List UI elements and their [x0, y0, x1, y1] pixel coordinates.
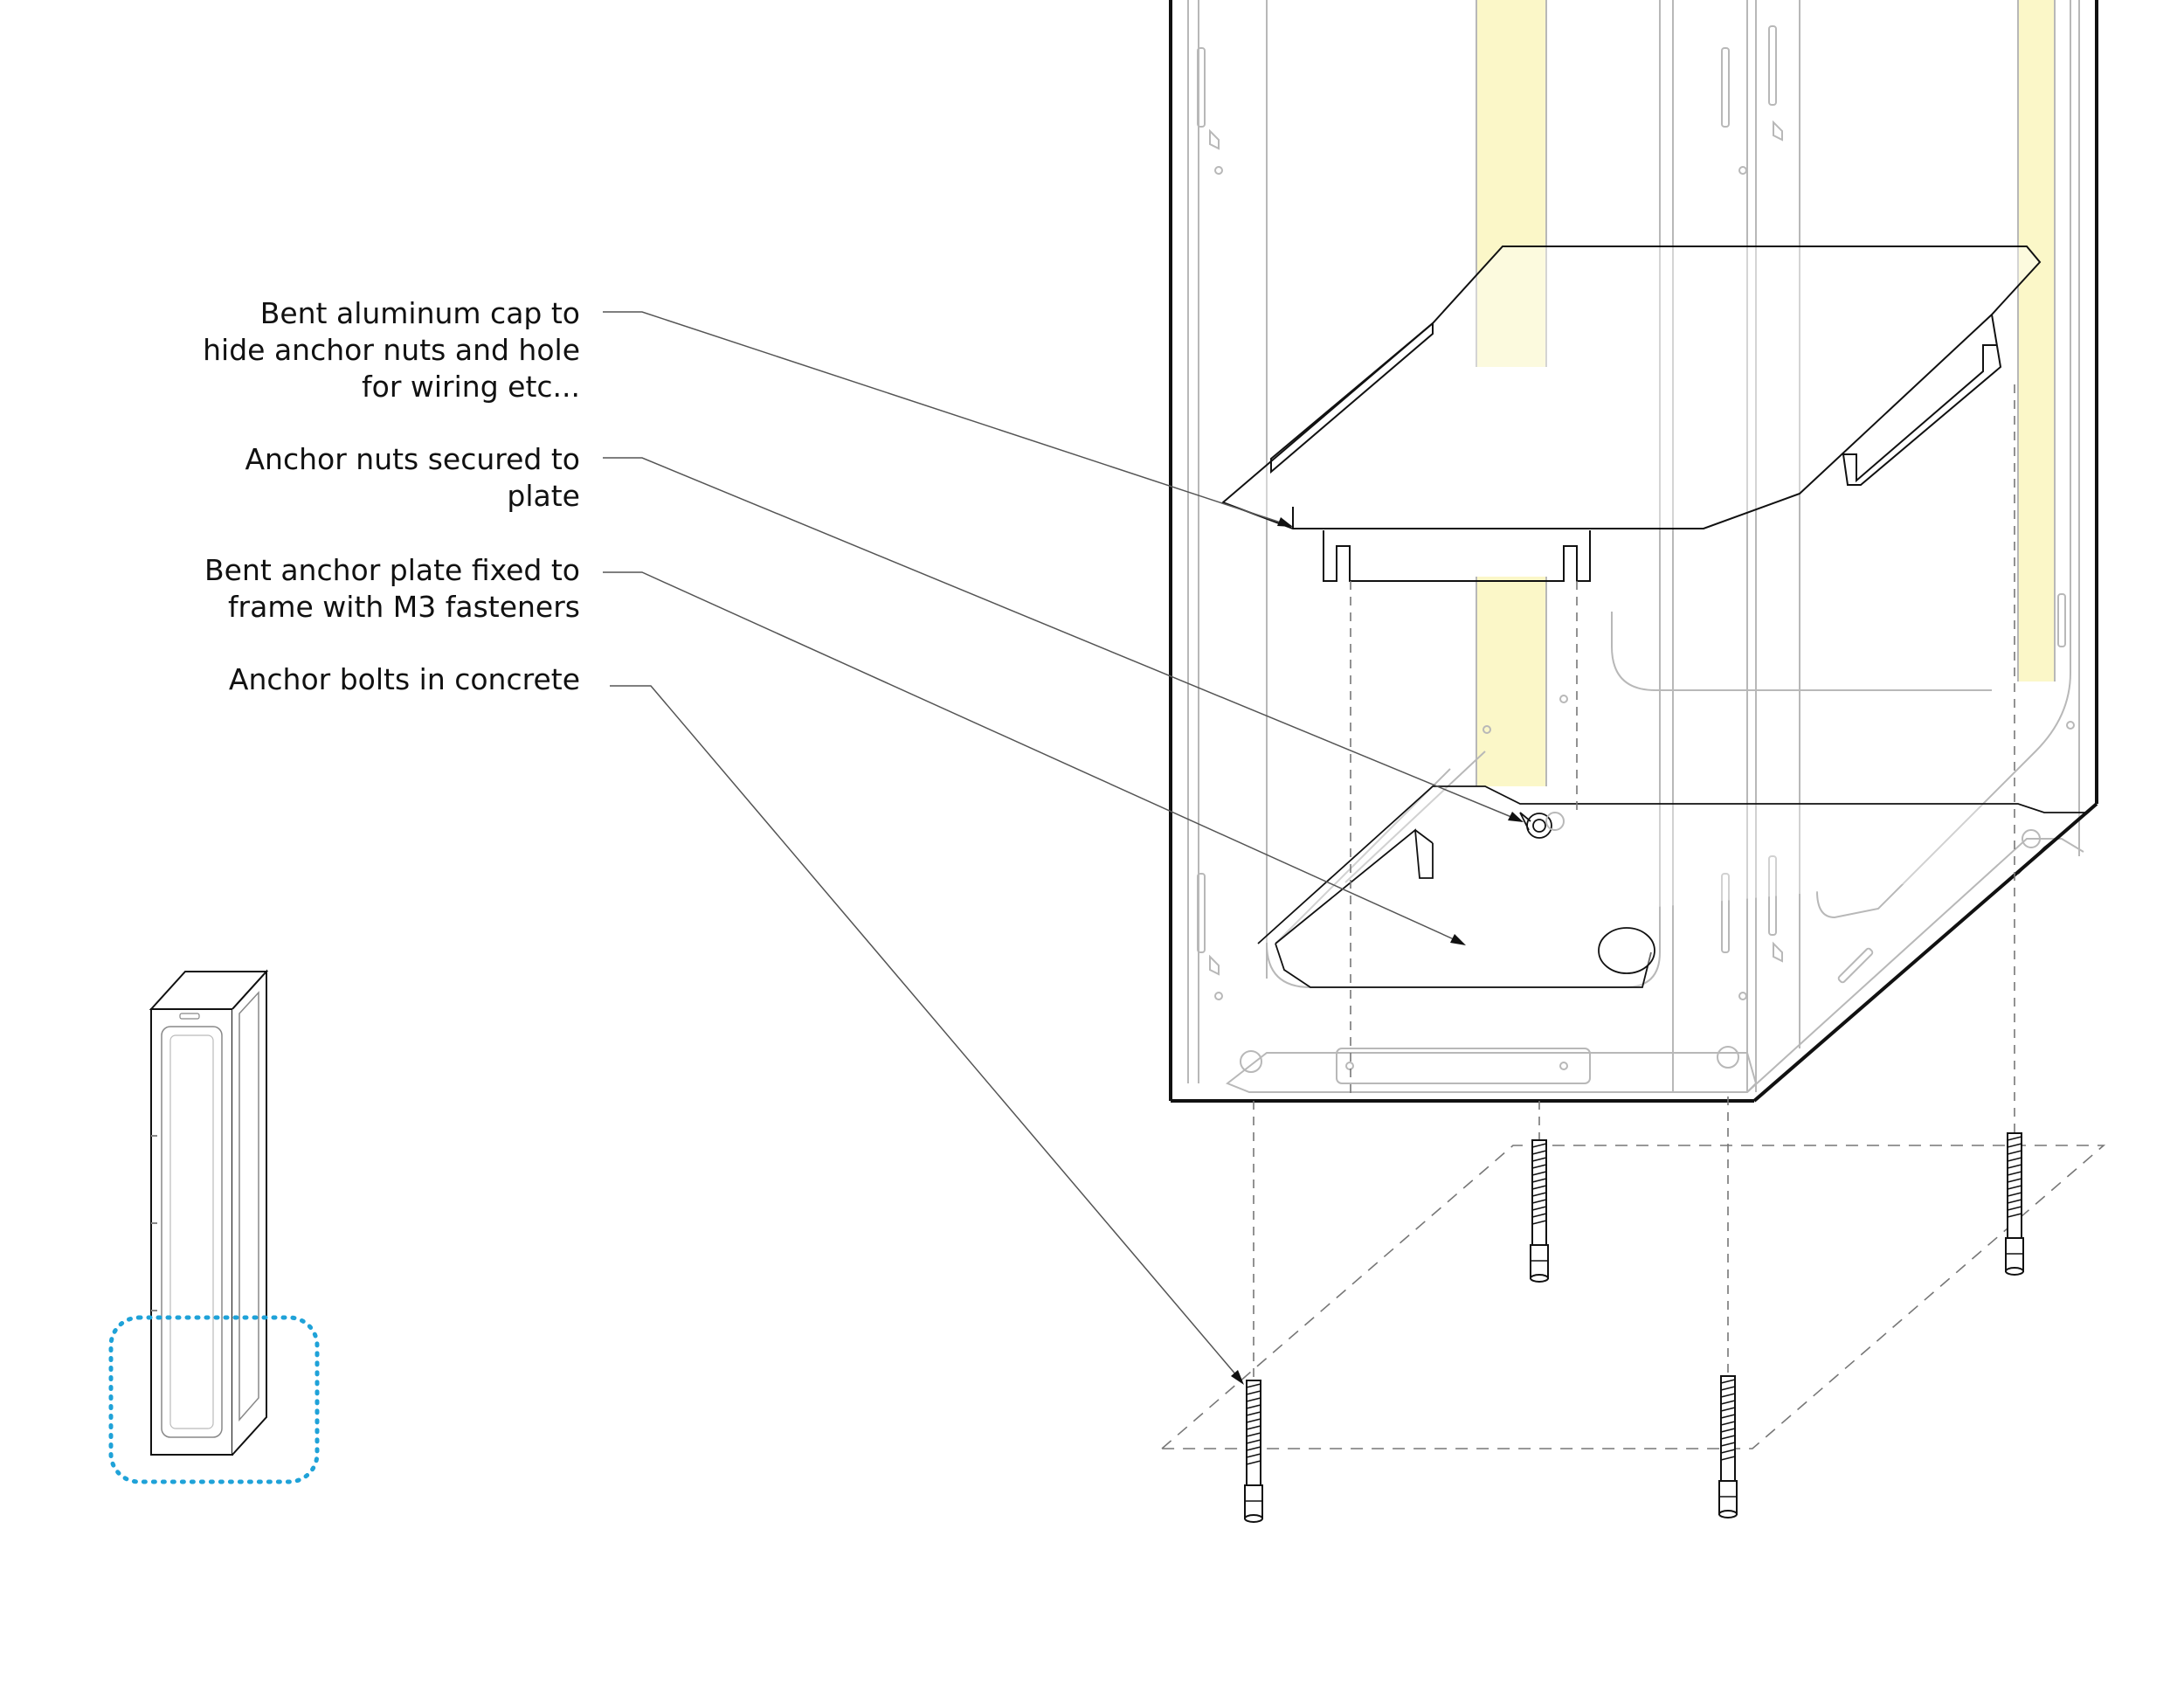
anchor-bolt [1244, 1380, 1263, 1523]
leader-arrowheads [1231, 517, 1524, 1385]
base-flange [1226, 812, 2084, 1093]
cabinet-outline [1169, 0, 2098, 1103]
bent-aluminum-cap [1221, 246, 2042, 582]
leader-lines [603, 311, 1523, 1383]
leader-line-bolts [610, 685, 1243, 1383]
arrowhead-icon [1450, 934, 1466, 945]
leader-line-plate [603, 571, 1464, 944]
arrowhead-icon [1231, 1370, 1244, 1385]
leader-line-nuts [603, 457, 1523, 822]
key-plan-highlight [108, 1315, 320, 1484]
wiring-hole [1598, 927, 1655, 974]
yellow-rail-strips [1476, 0, 2055, 786]
arrowhead-icon [1277, 517, 1293, 527]
anchor-bolts [1244, 1132, 2024, 1523]
leader-line-cap [603, 311, 1292, 527]
anchor-bolt [2005, 1132, 2024, 1276]
key-plan-thumbnail [149, 969, 269, 1456]
alignment-lines [1253, 384, 2015, 1380]
bent-anchor-plate [1257, 785, 2091, 988]
anchor-bolt [1530, 1139, 1549, 1283]
arrowhead-icon [1508, 812, 1524, 822]
anchor-bolt [1718, 1375, 1738, 1519]
concrete-slab-outline [1159, 1145, 2106, 1449]
